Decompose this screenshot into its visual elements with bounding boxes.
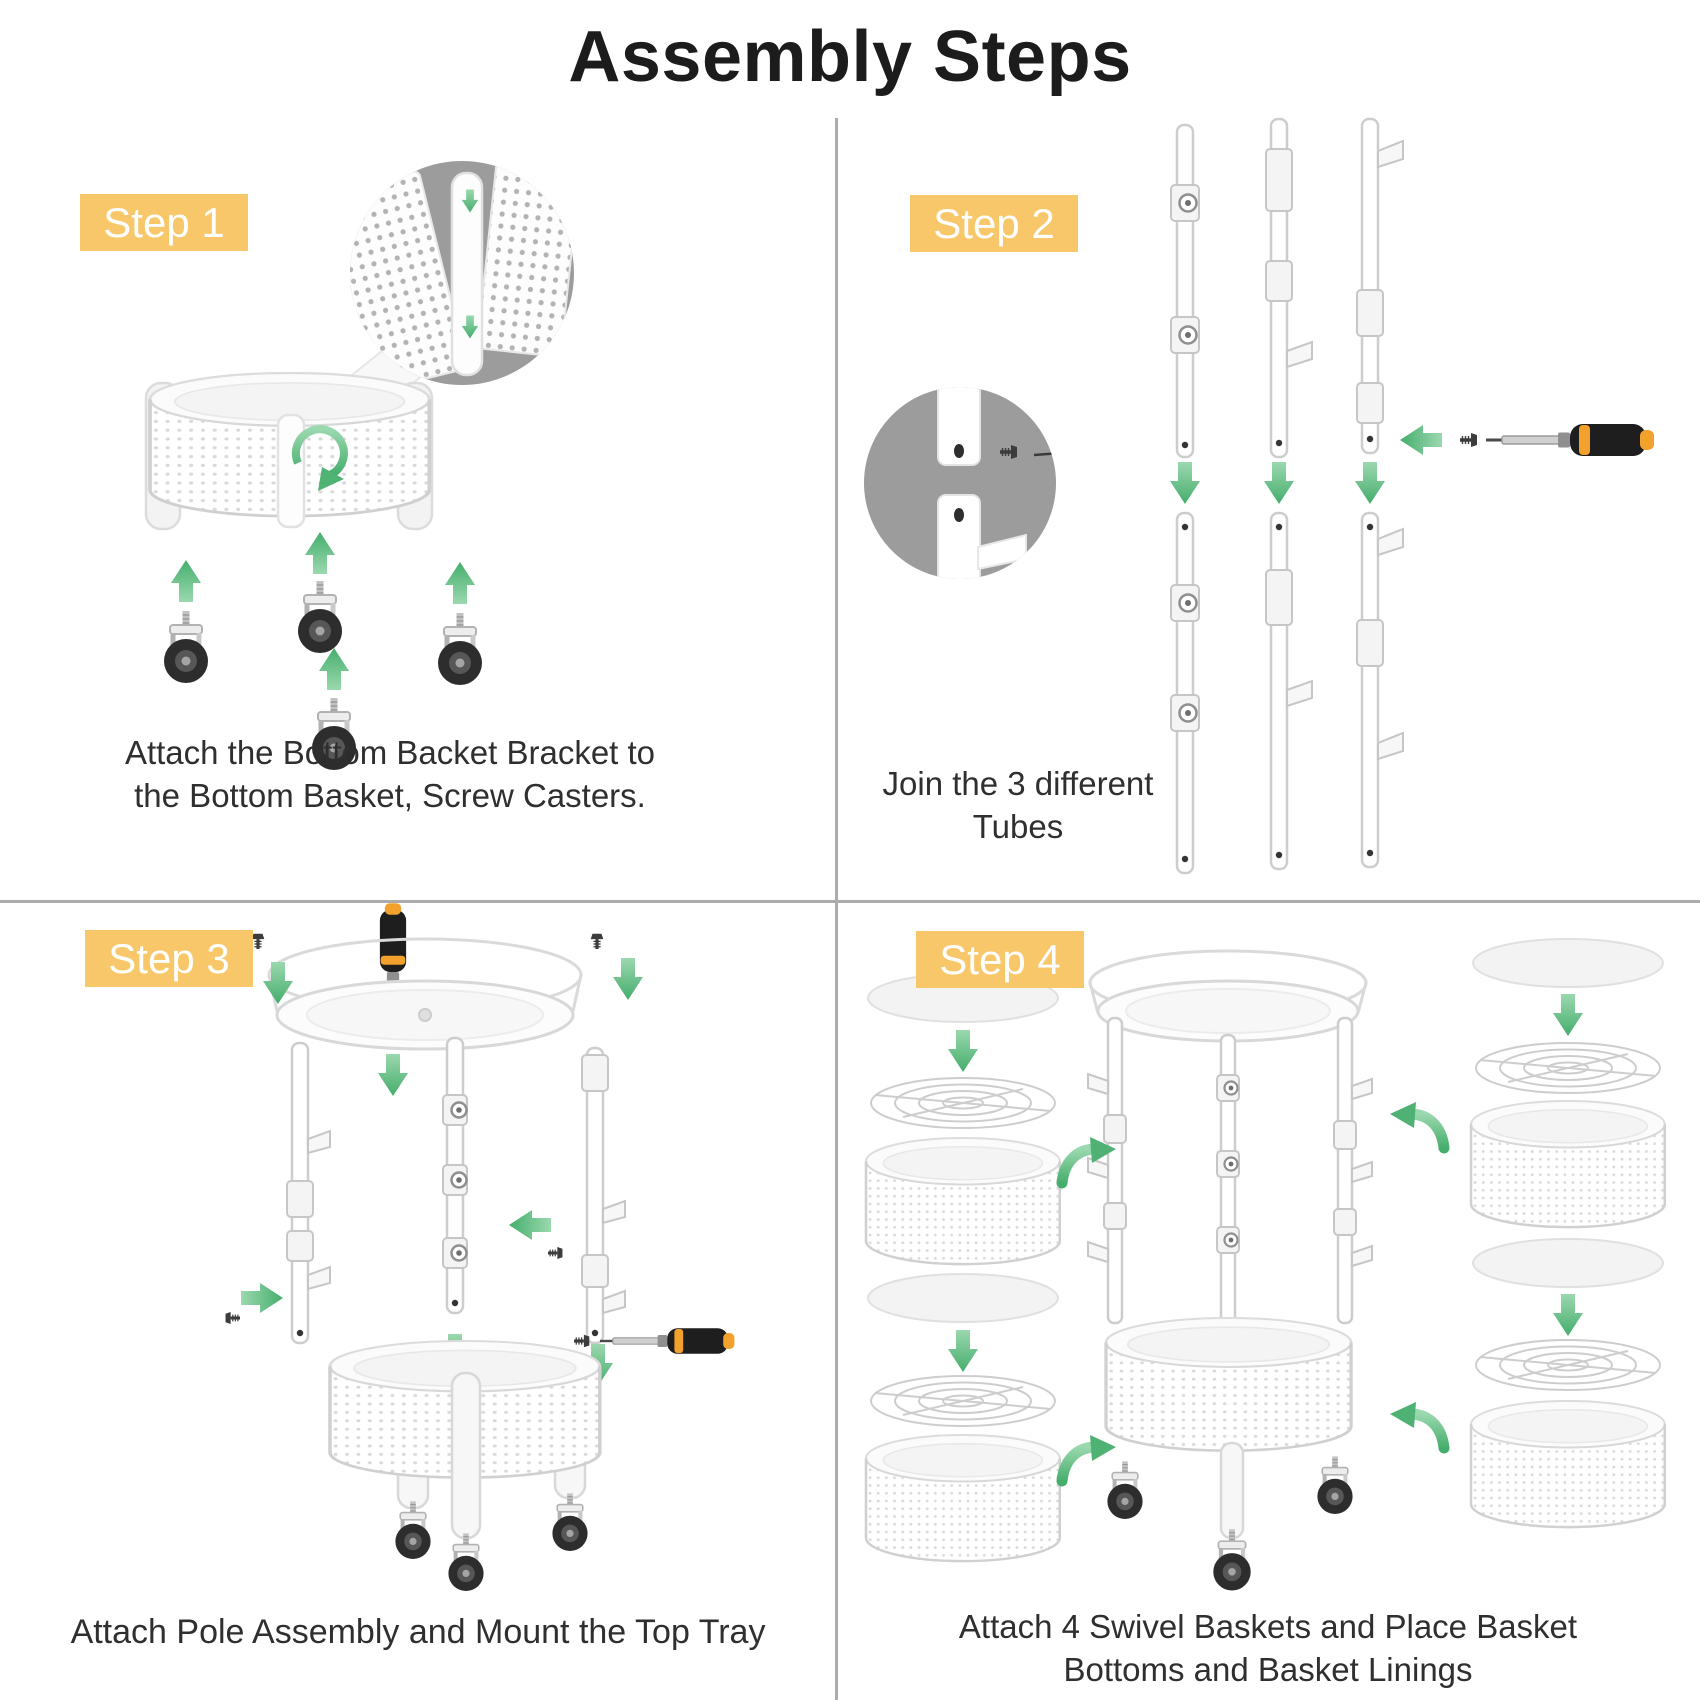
caption-line: Attach the Bottom Backet Bracket to <box>124 734 656 771</box>
step-4-caption: Attach 4 Swivel Baskets and Place Basket… <box>868 1606 1668 1692</box>
green-curved-arrow-icon <box>1390 1402 1444 1448</box>
step-4-panel: Step 4 Attach 4 Swivel Baskets and Place… <box>838 903 1700 1700</box>
tube-end-upper <box>937 387 981 466</box>
basket-bottom-disc <box>867 1273 1059 1323</box>
top-tray <box>250 932 605 1051</box>
step-3-badge: Step 3 <box>85 930 253 987</box>
green-curved-arrow-icon <box>1390 1102 1444 1148</box>
step-3-illustration <box>224 903 736 1700</box>
caption-line: the Bottom Basket, Screw Casters. <box>134 776 646 814</box>
green-arrow-down-icon <box>378 1054 408 1096</box>
screw-icon <box>546 1245 564 1261</box>
green-arrow-down-icon <box>948 1030 978 1072</box>
basket-lining-grid <box>1475 1042 1661 1094</box>
green-arrow-up-icon <box>319 648 349 690</box>
green-arrow-down-icon <box>1355 462 1385 504</box>
tube-joint-magnifier-circle <box>864 387 1056 579</box>
screw-icon <box>250 932 266 951</box>
green-arrow-left-icon <box>1400 425 1442 455</box>
green-arrow-left-icon <box>509 1210 551 1240</box>
step-1-badge: Step 1 <box>80 194 248 251</box>
green-arrow-up-icon <box>305 532 335 574</box>
green-arrow-down-icon <box>1553 994 1583 1036</box>
step-4-badge: Step 4 <box>916 931 1084 988</box>
basket-bottom-disc <box>1472 1238 1664 1288</box>
rack-frame <box>1087 949 1373 1591</box>
caster-icon <box>1213 1529 1250 1590</box>
caster-icon <box>164 611 208 683</box>
rotate-arrow-head <box>318 467 344 491</box>
screw-icon <box>224 1310 242 1326</box>
caster-icon <box>298 581 342 653</box>
mesh-basket <box>1469 1399 1667 1529</box>
caption-line: Tubes <box>972 807 1064 845</box>
caster-icon <box>1317 1456 1352 1514</box>
left-basket-stack <box>864 973 1116 1563</box>
green-arrow-down-icon <box>948 1330 978 1372</box>
caster-icon <box>552 1493 587 1551</box>
green-arrow-up-icon <box>445 562 475 604</box>
mesh-basket <box>864 1433 1062 1563</box>
step-2-badge: Step 2 <box>910 195 1078 252</box>
caption-line: Bottoms and Basket Linings <box>1063 1650 1473 1688</box>
step-1-caption: Attach the Bottom Backet Bracket to the … <box>40 732 740 818</box>
caster-icon <box>448 1533 483 1591</box>
screw-icon <box>1458 431 1479 449</box>
green-arrow-down-icon <box>263 962 293 1004</box>
green-arrow-up-icon <box>171 560 201 602</box>
screwdriver-icon <box>598 1326 736 1356</box>
rotate-arrow-icon <box>292 425 348 479</box>
caster-icon <box>395 1501 430 1559</box>
basket-lining-grid <box>870 1077 1056 1129</box>
bottom-basket <box>144 371 434 531</box>
caption-line: Attach Pole Assembly and Mount the Top T… <box>70 1613 766 1651</box>
green-arrow-down-icon <box>613 958 643 1000</box>
caption-line: Join the 3 different <box>882 765 1154 802</box>
page-title: Assembly Steps <box>568 17 1132 97</box>
green-arrow-down-icon <box>1170 462 1200 504</box>
step-2-illustration <box>864 117 1656 875</box>
tube-end-lower <box>937 494 981 579</box>
green-curved-arrow-icon <box>1062 1435 1116 1481</box>
step-1-panel: Step 1 Attach the Bottom Backet Bracket … <box>0 115 835 900</box>
tube-left <box>1170 123 1200 875</box>
bracket-post <box>450 171 484 377</box>
caster-icon <box>1107 1461 1142 1519</box>
step-2-caption: Join the 3 different Tubes <box>848 763 1188 849</box>
right-basket-stack <box>1390 938 1667 1529</box>
horizontal-divider <box>0 900 1700 903</box>
step-1-illustration <box>144 161 574 900</box>
caster-icon <box>438 613 482 685</box>
step-2-panel: Step 2 Join the 3 different Tubes <box>838 115 1700 900</box>
mesh-basket <box>1469 1099 1667 1229</box>
screwdriver-icon <box>1484 422 1656 458</box>
tube-right <box>1355 117 1404 869</box>
basket-lining-grid <box>870 1375 1056 1427</box>
vertical-divider <box>835 118 838 1700</box>
screwdriver-tip-icon <box>1033 449 1056 457</box>
green-arrow-right-icon <box>241 1283 283 1313</box>
mesh-basket <box>864 1136 1062 1266</box>
tube-middle <box>1264 117 1313 871</box>
screw-icon <box>589 932 605 951</box>
caption-line: Attach 4 Swivel Baskets and Place Basket <box>958 1608 1578 1645</box>
step-4-illustration <box>864 938 1667 1700</box>
screw-icon <box>572 1333 591 1349</box>
step-3-panel: Step 3 Attach Pole Assembly and Mount th… <box>0 903 835 1700</box>
basket-bottom-disc <box>1472 938 1664 988</box>
basket-lining-grid <box>1475 1339 1661 1391</box>
mesh-basket-body <box>1104 1316 1353 1453</box>
bottom-basket <box>328 1339 602 1591</box>
green-arrow-down-icon <box>1264 462 1294 504</box>
pole-assembly <box>286 1036 626 1345</box>
bracket-magnifier-circle <box>350 161 574 385</box>
basket-front-bracket <box>276 413 306 529</box>
step-3-caption: Attach Pole Assembly and Mount the Top T… <box>18 1610 818 1654</box>
green-arrow-down-icon <box>1553 1294 1583 1336</box>
